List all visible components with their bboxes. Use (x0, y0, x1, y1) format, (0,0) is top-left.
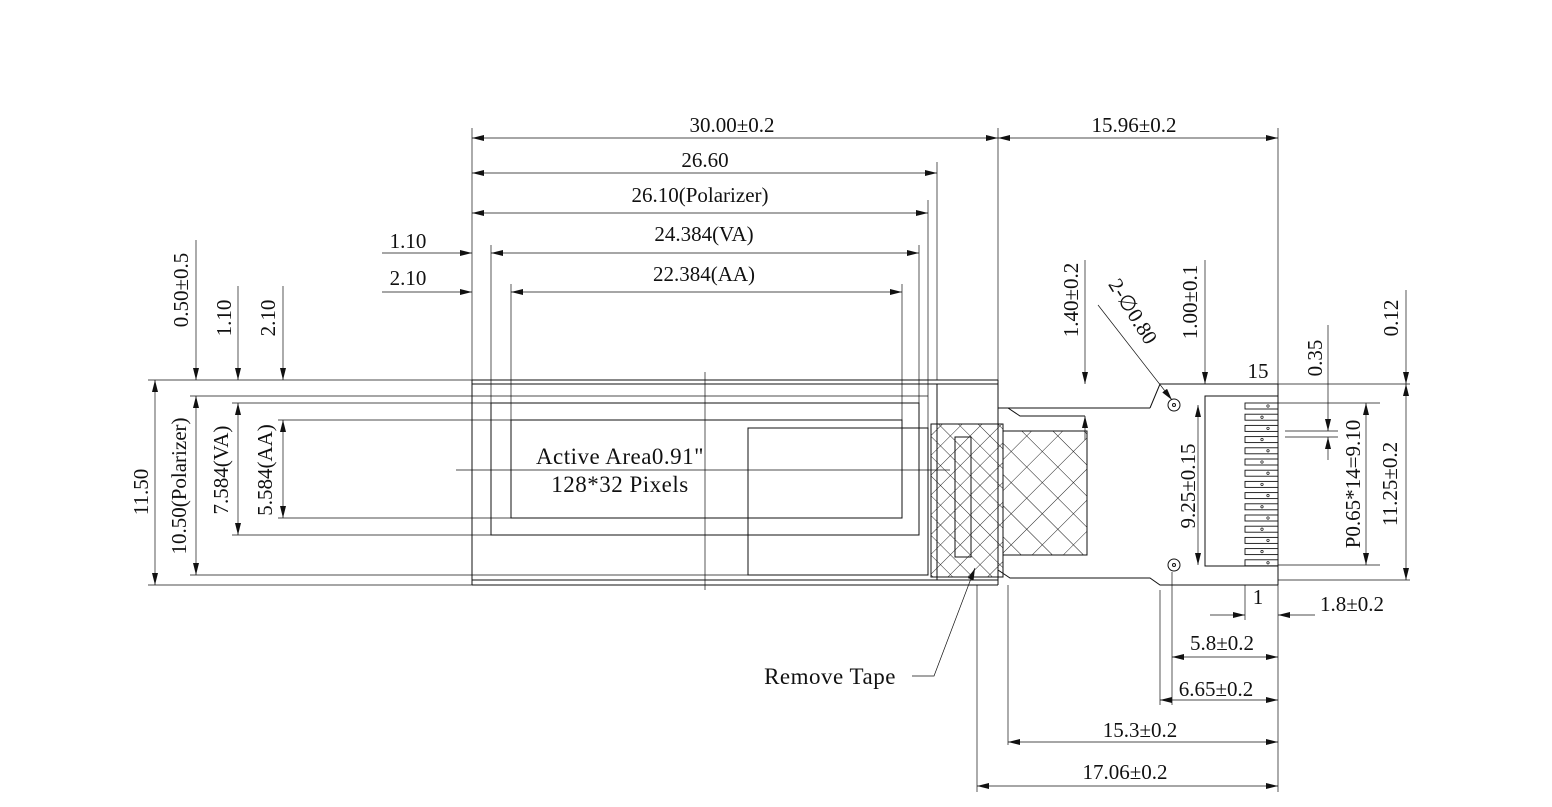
contact-pin-via (1266, 538, 1270, 542)
contact-pin (1244, 514, 1279, 522)
extension-lines-bottom (976, 572, 1279, 792)
pin-15-label: 15 (1248, 359, 1269, 383)
dim-fpc-step: 1.40±0.2 (1059, 260, 1088, 440)
dim-pitch: P0.65*14=9.10 (1278, 403, 1380, 566)
dim-pad-width-label: 0.35 (1303, 340, 1327, 377)
contact-pin-via (1266, 471, 1270, 475)
contact-pin (1244, 413, 1279, 421)
dim-aa-width-label: 22.384(AA) (653, 262, 755, 286)
contact-pin-via (1266, 404, 1270, 408)
contact-pin (1244, 536, 1279, 544)
dim-contact-length-label: 1.8±0.2 (1320, 592, 1384, 616)
dim-total-width: 30.00±0.2 (471, 113, 999, 380)
dim-fpc-width-label: 11.25±0.2 (1378, 442, 1402, 526)
dim-polarizer-offset-y: 0.50±0.5 (169, 240, 199, 380)
dim-va-height-label: 7.584(VA) (209, 426, 233, 515)
dim-va-width: 24.384(VA) (490, 222, 920, 403)
dim-total-height: 11.50 (129, 380, 158, 585)
dim-holes-label: 2-∅0.80 (1104, 274, 1163, 348)
contact-pin-via (1260, 482, 1264, 486)
dim-aa-height: 5.584(AA) (253, 420, 286, 518)
dim-offset-aa-x-label: 2.10 (390, 266, 427, 290)
dim-pad-edge-label: 0.12 (1379, 300, 1403, 337)
dim-6-65: 6.65±0.2 (1160, 677, 1278, 703)
dim-aa-width: 22.384(AA) (510, 262, 903, 420)
dim-polarizer-width: 26.10(Polarizer) (472, 183, 929, 396)
dim-pad-edge: 0.12 (1278, 290, 1410, 581)
contact-pin (1244, 503, 1279, 511)
dim-contact-length: 1.8±0.2 (1210, 592, 1384, 618)
contact-pin (1244, 480, 1279, 488)
dim-15-3-label: 15.3±0.2 (1103, 718, 1178, 742)
dim-offset-va-y-label: 1.10 (212, 300, 236, 337)
dim-hole-offset: 1.00±0.1 (1178, 260, 1208, 384)
dim-polarizer-height-label: 10.50(Polarizer) (167, 417, 191, 554)
contact-pin-via (1260, 550, 1264, 554)
bonding-hatch (930, 423, 1088, 578)
contact-pin-via (1260, 527, 1264, 531)
dim-polarizer-offset-y-label: 0.50±0.5 (169, 253, 193, 328)
pin-1-label: 1 (1253, 585, 1264, 609)
dim-fpc-length-label: 15.96±0.2 (1091, 113, 1176, 137)
extension-lines-left (148, 379, 511, 586)
dim-offset-va-y: 1.10 (212, 286, 241, 380)
dim-5-8-label: 5.8±0.2 (1190, 631, 1254, 655)
dim-17-06-label: 17.06±0.2 (1082, 760, 1167, 784)
dim-holes: 2-∅0.80 (1097, 274, 1173, 401)
remove-tape-callout: Remove Tape (764, 567, 976, 689)
dim-5-8: 5.8±0.2 (1172, 631, 1278, 660)
dim-pad-width: 0.35 (1285, 325, 1338, 460)
dim-va-height: 7.584(VA) (209, 403, 241, 535)
contact-pin-via (1266, 449, 1270, 453)
contact-pin (1244, 424, 1279, 432)
dim-6-65-label: 6.65±0.2 (1179, 677, 1254, 701)
contact-pin (1244, 402, 1279, 410)
dim-glass-width-label: 26.60 (681, 148, 728, 172)
dim-offset-aa-x: 2.10 (382, 266, 472, 295)
dim-total-width-label: 30.00±0.2 (689, 113, 774, 137)
pixels-label: 128*32 Pixels (551, 472, 688, 497)
remove-tape-label: Remove Tape (764, 664, 896, 689)
contact-pin (1244, 447, 1279, 455)
dim-17-06: 17.06±0.2 (977, 760, 1278, 789)
contact-pin-via (1260, 460, 1264, 464)
contact-pin (1244, 458, 1279, 466)
dim-offset-aa-y-label: 2.10 (256, 300, 280, 337)
dim-pitch-label: P0.65*14=9.10 (1341, 420, 1365, 549)
contact-pin-via (1260, 438, 1264, 442)
dim-fpc-length: 15.96±0.2 (998, 113, 1279, 384)
contact-pin-via (1260, 505, 1264, 509)
contact-pin (1244, 436, 1279, 444)
dim-aa-height-label: 5.584(AA) (253, 424, 277, 516)
contact-pin-via (1260, 415, 1264, 419)
dim-offset-va-x: 1.10 (382, 229, 472, 256)
contact-pin-via (1266, 426, 1270, 430)
panel-outline (456, 372, 999, 590)
active-area-label: Active Area0.91" (536, 444, 704, 469)
dim-polarizer-height: 10.50(Polarizer) (167, 396, 199, 575)
dim-15-3: 15.3±0.2 (1008, 718, 1278, 745)
contact-pin-via (1266, 516, 1270, 520)
contact-pin (1244, 548, 1279, 556)
contact-pin-via (1266, 494, 1270, 498)
dim-total-height-label: 11.50 (129, 469, 153, 515)
contact-pin (1244, 525, 1279, 533)
dim-offset-aa-y: 2.10 (256, 286, 286, 380)
dim-hole-offset-label: 1.00±0.1 (1178, 265, 1202, 340)
dim-fpc-width: 11.25±0.2 (1378, 384, 1409, 580)
dim-polarizer-width-label: 26.10(Polarizer) (631, 183, 768, 207)
dim-va-width-label: 24.384(VA) (654, 222, 753, 246)
dim-offset-va-x-label: 1.10 (390, 229, 427, 253)
contact-pin (1244, 559, 1279, 567)
contact-pin (1244, 492, 1279, 500)
contact-pins (1244, 402, 1279, 567)
dim-fpc-step-label: 1.40±0.2 (1059, 263, 1083, 338)
dim-hole-pitch: 9.25±0.15 (1176, 405, 1201, 565)
contact-pin-via (1266, 561, 1270, 565)
dim-glass-width: 26.60 (472, 148, 938, 380)
dim-hole-pitch-label: 9.25±0.15 (1176, 443, 1200, 528)
contact-pin (1244, 469, 1279, 477)
